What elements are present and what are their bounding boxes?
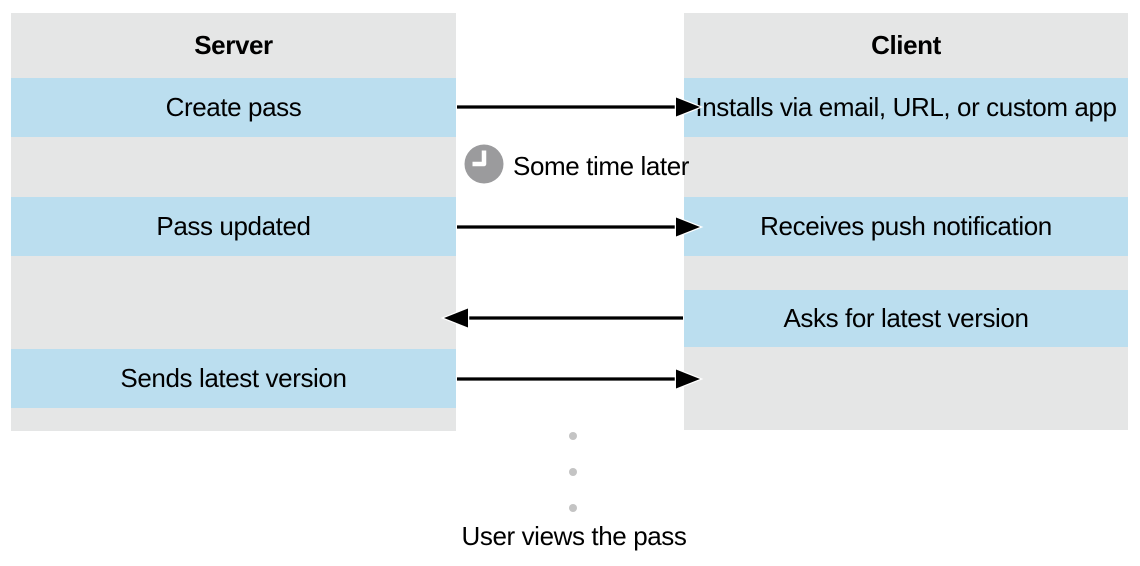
server-header: Server bbox=[11, 13, 456, 78]
client-row-spacer bbox=[684, 137, 1128, 197]
client-row-label: Installs via email, URL, or custom app bbox=[695, 92, 1117, 122]
client-row-asks-latest: Asks for latest version bbox=[684, 290, 1128, 347]
server-row-label: Pass updated bbox=[156, 211, 311, 241]
client-header: Client bbox=[684, 13, 1128, 78]
server-column: Server Create pass Pass updated Sends la… bbox=[11, 13, 456, 431]
server-row-create-pass: Create pass bbox=[11, 78, 456, 137]
client-row-installs: Installs via email, URL, or custom app bbox=[684, 78, 1128, 137]
vertical-dots-icon bbox=[569, 432, 577, 512]
server-title: Server bbox=[194, 30, 273, 60]
arrow-asks-latest-icon bbox=[440, 306, 683, 330]
arrow-sends-latest-icon bbox=[457, 367, 704, 391]
user-views-pass-label: User views the pass bbox=[461, 521, 687, 551]
client-column: Client Installs via email, URL, or custo… bbox=[684, 13, 1128, 430]
arrow-pass-updated-icon bbox=[457, 215, 704, 239]
client-row-spacer bbox=[684, 256, 1128, 290]
server-row-label: Create pass bbox=[165, 92, 302, 122]
server-row-spacer bbox=[11, 408, 456, 431]
arrow-create-pass-icon bbox=[457, 95, 704, 119]
client-row-label: Asks for latest version bbox=[783, 303, 1029, 333]
server-row-pass-updated: Pass updated bbox=[11, 197, 456, 256]
client-row-receives-push: Receives push notification bbox=[684, 197, 1128, 256]
some-time-later-label: Some time later bbox=[513, 151, 690, 181]
server-row-label: Sends latest version bbox=[120, 363, 347, 393]
client-title: Client bbox=[871, 30, 941, 60]
clock-icon bbox=[464, 144, 504, 184]
server-row-spacer bbox=[11, 256, 456, 349]
client-row-label: Receives push notification bbox=[760, 211, 1052, 241]
server-row-sends-latest-version: Sends latest version bbox=[11, 349, 456, 408]
client-row-spacer bbox=[684, 347, 1128, 430]
server-row-spacer bbox=[11, 137, 456, 197]
